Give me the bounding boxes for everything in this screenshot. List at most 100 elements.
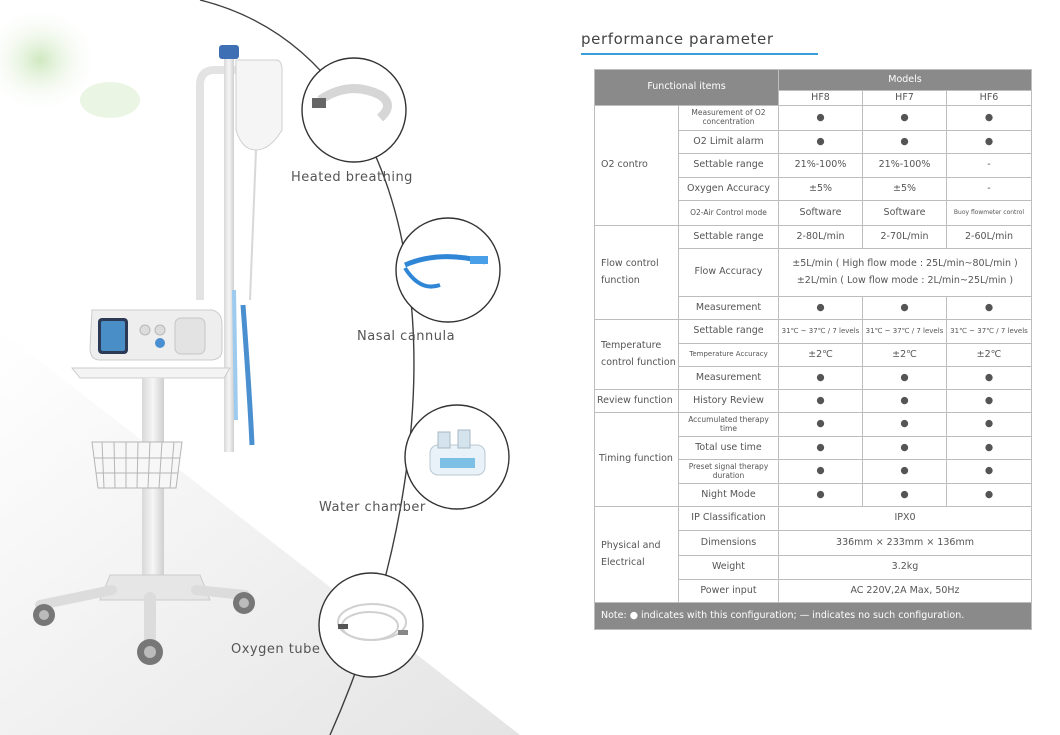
dot-cell: ● — [862, 130, 947, 154]
value-cell: 2-80L/min — [778, 225, 863, 249]
flow-accuracy-line: ±5L/min ( High flow mode : 25L/min~80L/m… — [792, 258, 1018, 270]
dot-cell: ● — [946, 483, 1032, 507]
value-cell: Software — [862, 200, 947, 226]
row-label: Night Mode — [678, 483, 779, 507]
dot-cell: ● — [778, 459, 863, 484]
group-review-function: Review function — [594, 389, 679, 413]
header-model-hf7: HF7 — [862, 90, 947, 106]
group-o2-control: O2 contro — [594, 105, 679, 226]
row-label: Oxygen Accuracy — [678, 177, 779, 201]
table-note: Note: ● indicates with this configuratio… — [594, 602, 1032, 630]
value-cell: 31℃ ~ 37℃ / 7 levels — [778, 319, 863, 344]
dot-cell: ● — [862, 366, 947, 390]
value-cell: Buoy flowmeter control — [946, 200, 1032, 226]
dot-cell: ● — [862, 436, 947, 460]
dot-cell: ● — [778, 105, 863, 131]
dot-cell: ● — [946, 459, 1032, 484]
table-row: Preset signal therapy duration ● ● ● — [595, 459, 1032, 484]
dot-cell: ● — [778, 130, 863, 154]
row-label: Measurement — [678, 296, 779, 320]
tray — [70, 367, 231, 379]
note-row: Note: ● indicates with this configuratio… — [594, 602, 1032, 630]
row-label: Accumulated therapy time — [678, 412, 779, 437]
dot-cell: ● — [778, 412, 863, 437]
value-cell: 2-60L/min — [946, 225, 1032, 249]
value-cell: 2-70L/min — [862, 225, 947, 249]
row-label: Measurement — [678, 366, 779, 390]
table-row: Review function History Review ● ● ● — [594, 389, 1032, 413]
pole-cap — [219, 45, 239, 59]
row-label: IP Classification — [678, 506, 779, 531]
row-label: Temperature Accuracy — [678, 343, 779, 367]
dot-cell: ● — [862, 412, 947, 437]
dot-cell: ● — [778, 366, 863, 390]
table-row: Temperature control function Settable ra… — [594, 319, 1032, 390]
row-label: O2-Air Control mode — [678, 200, 779, 226]
performance-parameter-table: Functional items Models HF8 HF7 HF6 O2 c… — [594, 69, 1032, 630]
dot-cell: ● — [946, 296, 1032, 320]
table-row: Settable range 21%-100% 21%-100% - — [595, 153, 1032, 178]
product-illustration: Heated breathing Nasal cannula Water cha… — [0, 0, 520, 735]
value-cell: Software — [778, 200, 863, 226]
water-chamber-circle — [404, 404, 510, 510]
blue-tube — [240, 304, 255, 446]
value-cell: 31℃ ~ 37℃ / 7 levels — [946, 319, 1032, 344]
row-label: Settable range — [678, 225, 779, 249]
heated-breathing-circle — [301, 57, 407, 163]
flow-accuracy-cell: ±5L/min ( High flow mode : 25L/min~80L/m… — [778, 248, 1032, 297]
value-cell: ±2℃ — [946, 343, 1032, 367]
dot-cell: ● — [946, 130, 1032, 154]
value-cell: 3.2kg — [778, 555, 1032, 580]
basket — [91, 441, 183, 489]
table-row: Measurement ● ● ● — [595, 366, 1032, 390]
row-label: Total use time — [678, 436, 779, 460]
dot-cell: ● — [862, 483, 947, 507]
row-label: Flow Accuracy — [678, 248, 779, 297]
row-label: Measurement of O2 concentration — [678, 105, 779, 131]
row-label: Settable range — [678, 319, 779, 344]
value-cell: - — [946, 153, 1032, 178]
device-drawing — [0, 0, 520, 735]
value-cell: 31℃ ~ 37℃ / 7 levels — [862, 319, 947, 344]
dot-cell: ● — [862, 389, 947, 413]
table-row: O2 contro Measurement of O2 concentratio… — [594, 105, 1032, 226]
row-label: O2 Limit alarm — [678, 130, 779, 154]
dot-cell: ● — [778, 296, 863, 320]
header-functional-items: Functional items — [594, 69, 779, 106]
table-row: Oxygen Accuracy ±5% ±5% - — [595, 177, 1032, 201]
title-underline — [581, 53, 818, 55]
dot-cell: ● — [778, 389, 863, 413]
dot-cell: ● — [946, 366, 1032, 390]
row-label: Power input — [678, 579, 779, 603]
header-models: Models — [778, 69, 1032, 91]
table-row: Timing function Accumulated therapy time… — [594, 412, 1032, 507]
dot-cell: ● — [862, 296, 947, 320]
row-label: Dimensions — [678, 530, 779, 556]
section-title: performance parameter — [581, 30, 774, 48]
callout-water-chamber: Water chamber — [319, 500, 426, 515]
dot-cell: ● — [862, 459, 947, 484]
value-cell: 21%-100% — [778, 153, 863, 178]
dot-cell: ● — [946, 389, 1032, 413]
callout-nasal-cannula: Nasal cannula — [357, 329, 456, 344]
nasal-cannula-circle — [395, 217, 501, 323]
callout-oxygen-tube: Oxygen tube — [231, 642, 321, 657]
value-cell: - — [946, 177, 1032, 201]
row-label: Preset signal therapy duration — [678, 459, 779, 484]
group-timing-function: Timing function — [594, 412, 679, 507]
iv-pole — [224, 52, 234, 452]
row-label: History Review — [678, 389, 779, 413]
table-row: Flow Accuracy ±5L/min ( High flow mode :… — [595, 248, 1032, 297]
dot-cell: ● — [778, 483, 863, 507]
dot-cell: ● — [946, 436, 1032, 460]
header-model-hf8: HF8 — [778, 90, 863, 106]
value-cell: 21%-100% — [862, 153, 947, 178]
table-row: Physical and Electrical IP Classificatio… — [594, 506, 1032, 603]
value-cell: AC 220V,2A Max, 50Hz — [778, 579, 1032, 603]
value-cell: ±5% — [778, 177, 863, 201]
table-row: Weight 3.2kg — [595, 555, 1032, 580]
row-label: Weight — [678, 555, 779, 580]
dot-cell: ● — [946, 105, 1032, 131]
row-label: Settable range — [678, 153, 779, 178]
group-flow-control: Flow control function — [594, 225, 679, 320]
